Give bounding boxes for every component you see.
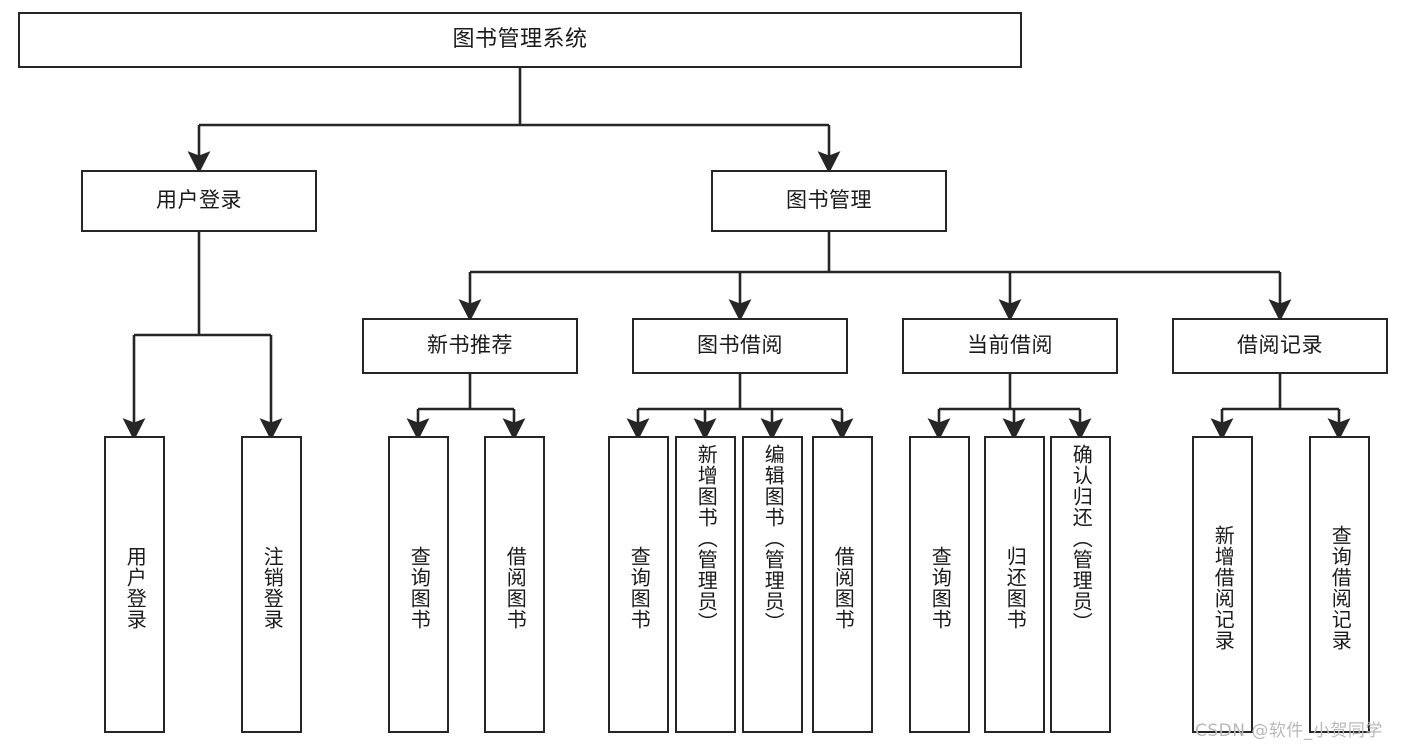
node-book-borrow[interactable]: 图书借阅 [632, 318, 848, 374]
node-cb-return-book[interactable]: 归还图书 [984, 436, 1045, 733]
node-root-system[interactable]: 图书管理系统 [18, 12, 1022, 68]
node-borrow-record[interactable]: 借阅记录 [1172, 318, 1388, 374]
node-br-query-record[interactable]: 查询借阅记录 [1309, 436, 1370, 733]
node-cb-query-book[interactable]: 查询图书 [909, 436, 970, 733]
node-label: 图书管理系统 [452, 26, 588, 52]
node-label: 用户登录 [123, 545, 148, 630]
node-label: 归还图书 [1003, 545, 1028, 630]
node-bb-add-book[interactable]: 新增图书（管理员） [675, 436, 736, 733]
node-label: 借阅记录 [1237, 333, 1323, 358]
node-new-book-recommend[interactable]: 新书推荐 [362, 318, 578, 374]
node-user-login[interactable]: 用户登录 [81, 170, 317, 232]
node-bb-edit-book[interactable]: 编辑图书（管理员） [742, 436, 803, 733]
node-current-borrow[interactable]: 当前借阅 [902, 318, 1118, 374]
node-label: 查询图书 [928, 545, 953, 630]
node-user-logout[interactable]: 注销登录 [241, 436, 302, 733]
node-nbr-query-book[interactable]: 查询图书 [388, 436, 449, 733]
node-label: 编辑图书（管理员） [761, 444, 786, 633]
node-bb-query-book[interactable]: 查询图书 [608, 436, 669, 733]
node-label: 查询图书 [407, 545, 432, 630]
node-bb-borrow-book[interactable]: 借阅图书 [812, 436, 873, 733]
node-cb-confirm-return[interactable]: 确认归还（管理员） [1050, 436, 1111, 733]
node-label: 新增借阅记录 [1211, 524, 1236, 651]
node-label: 当前借阅 [967, 333, 1053, 358]
node-label: 新增图书（管理员） [694, 444, 719, 633]
node-label: 新书推荐 [427, 333, 513, 358]
csdn-watermark: CSDN @软件_小贺同学 [1195, 721, 1383, 741]
node-label: 用户登录 [156, 188, 242, 213]
node-label: 确认归还（管理员） [1069, 444, 1094, 633]
node-label: 注销登录 [260, 545, 285, 630]
node-nbr-borrow-book[interactable]: 借阅图书 [484, 436, 545, 733]
node-label: 查询借阅记录 [1328, 524, 1353, 651]
node-user-login-do[interactable]: 用户登录 [104, 436, 165, 733]
node-label: 查询图书 [627, 545, 652, 630]
node-book-manage[interactable]: 图书管理 [711, 170, 947, 232]
node-label: 图书管理 [786, 188, 872, 213]
node-label: 图书借阅 [697, 333, 783, 358]
node-br-add-record[interactable]: 新增借阅记录 [1192, 436, 1253, 733]
node-label: 借阅图书 [831, 545, 856, 630]
node-label: 借阅图书 [503, 545, 528, 630]
